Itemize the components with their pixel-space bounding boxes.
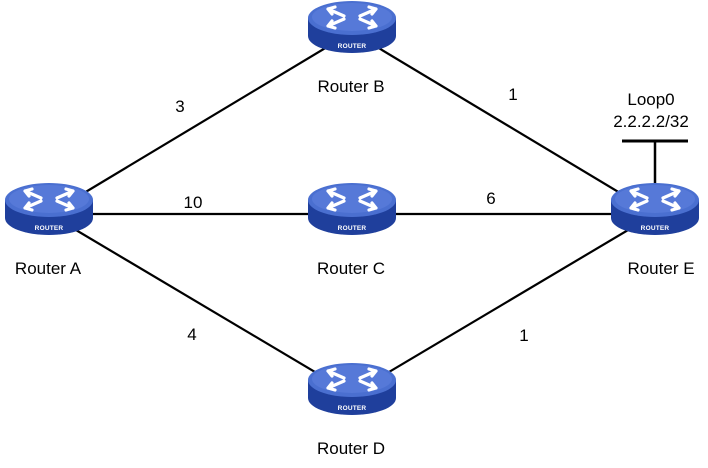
router-badge-text: ROUTER bbox=[338, 405, 367, 412]
loopback-address: 2.2.2.2/32 bbox=[613, 112, 689, 131]
link-a-d bbox=[48, 213, 353, 395]
link-d-e bbox=[351, 213, 656, 395]
link-cost-d-e: 1 bbox=[519, 326, 528, 345]
router-c[interactable]: ROUTER bbox=[306, 181, 398, 237]
link-cost-b-e: 1 bbox=[508, 85, 517, 104]
router-name-c: Router C bbox=[317, 259, 385, 278]
router-name-a: Router A bbox=[15, 259, 82, 278]
link-a-b bbox=[48, 31, 353, 215]
router-name-b: Router B bbox=[317, 77, 384, 96]
link-cost-a-d: 4 bbox=[187, 325, 196, 344]
router-name-e: Router E bbox=[627, 259, 694, 278]
router-badge-text: ROUTER bbox=[641, 225, 670, 232]
router-badge-text: ROUTER bbox=[338, 225, 367, 232]
router-badge-text: ROUTER bbox=[35, 225, 64, 232]
router-e[interactable]: ROUTER bbox=[609, 181, 701, 237]
loopback-name: Loop0 bbox=[627, 90, 674, 109]
link-cost-c-e: 6 bbox=[486, 189, 495, 208]
link-cost-a-c: 10 bbox=[184, 193, 203, 212]
router-a[interactable]: ROUTER bbox=[3, 181, 95, 237]
router-badge-text: ROUTER bbox=[338, 43, 367, 50]
link-cost-a-b: 3 bbox=[175, 97, 184, 116]
link-b-e bbox=[351, 31, 656, 215]
router-b[interactable]: ROUTER bbox=[306, 0, 398, 55]
router-name-d: Router D bbox=[317, 439, 385, 458]
router-d[interactable]: ROUTER bbox=[306, 361, 398, 417]
